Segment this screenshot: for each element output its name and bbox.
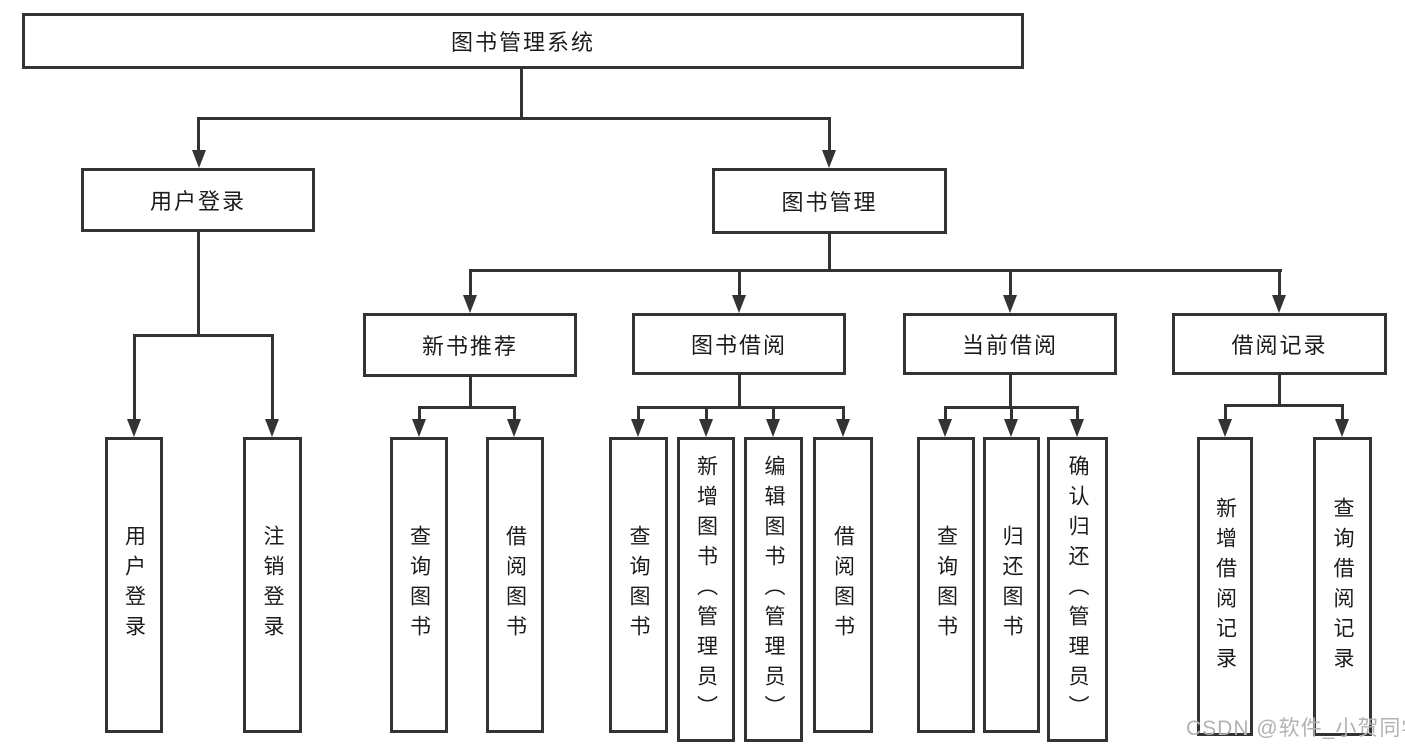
connector-line (944, 406, 947, 421)
node-leaf-user-login: 用户登录 (105, 437, 163, 733)
node-leaf-borrow-books-recommend: 借阅图书 (486, 437, 544, 733)
node-leaf-add-borrow-record: 新增借阅记录 (1197, 437, 1253, 736)
node-leaf-return-books-label: 归还图书 (1000, 525, 1023, 645)
connector-arrow-down (938, 419, 952, 437)
connector-line (520, 67, 523, 119)
connector-line (842, 406, 845, 421)
node-current-borrow: 当前借阅 (903, 313, 1117, 375)
node-leaf-borrow-books-borrow-label: 借阅图书 (831, 525, 855, 645)
node-book-management: 图书管理 (712, 168, 947, 234)
connector-line (738, 375, 741, 408)
node-leaf-confirm-return-admin: 确认归还（管理员） (1047, 437, 1108, 742)
connector-line (197, 232, 200, 337)
node-leaf-confirm-return-admin-label: 确认归还（管理员） (1066, 454, 1089, 725)
node-leaf-query-books-current-label: 查询图书 (934, 525, 958, 645)
connector-line (1009, 375, 1012, 408)
connector-line (1278, 375, 1281, 406)
node-book-borrow-label: 图书借阅 (690, 333, 787, 358)
connector-arrow-down (463, 295, 477, 313)
connector-line (271, 334, 274, 420)
connector-arrow-down (192, 150, 206, 168)
connector-arrow-down (766, 419, 780, 437)
node-leaf-logout-login-label: 注销登录 (261, 525, 284, 645)
connector-line (469, 269, 472, 297)
connector-line (705, 406, 708, 421)
node-leaf-query-books-borrow-label: 查询图书 (627, 525, 650, 645)
node-leaf-add-books-admin: 新增图书（管理员） (677, 437, 735, 742)
connector-line (1076, 406, 1079, 421)
connector-line (1278, 269, 1281, 297)
node-leaf-logout-login: 注销登录 (243, 437, 302, 733)
connector-arrow-down (1004, 419, 1018, 437)
connector-arrow-down (1003, 295, 1017, 313)
connector-arrow-down (732, 295, 746, 313)
connector-line (772, 406, 775, 421)
connector-line (637, 406, 844, 409)
node-new-book-recommend-label: 新书推荐 (421, 334, 518, 359)
connector-arrow-down (127, 419, 141, 437)
connector-arrow-down (1272, 295, 1286, 313)
connector-arrow-down (1218, 419, 1232, 437)
connector-line (469, 269, 1282, 272)
node-leaf-query-borrow-record: 查询借阅记录 (1313, 437, 1372, 736)
node-leaf-add-borrow-record-label: 新增借阅记录 (1213, 496, 1237, 677)
node-new-book-recommend: 新书推荐 (363, 313, 577, 377)
connector-line (828, 234, 831, 272)
node-leaf-add-books-admin-label: 新增图书（管理员） (694, 454, 718, 725)
connector-line (1224, 404, 1344, 407)
connector-line (828, 117, 831, 153)
node-leaf-borrow-books-recommend-label: 借阅图书 (503, 525, 527, 645)
connector-line (418, 406, 421, 421)
node-leaf-query-borrow-record-label: 查询借阅记录 (1331, 496, 1354, 677)
connector-line (418, 406, 516, 409)
connector-arrow-down (1070, 419, 1084, 437)
node-book-borrow: 图书借阅 (632, 313, 846, 375)
node-leaf-edit-books-admin: 编辑图书（管理员） (744, 437, 803, 742)
node-leaf-user-login-label: 用户登录 (122, 525, 146, 645)
node-library-system-label: 图书管理系统 (450, 30, 595, 55)
connector-arrow-down (412, 419, 426, 437)
connector-line (1010, 406, 1013, 421)
connector-arrow-down (699, 419, 713, 437)
node-user-login: 用户登录 (81, 168, 315, 232)
connector-line (738, 269, 741, 297)
connector-line (513, 406, 516, 421)
node-user-login-label: 用户登录 (149, 189, 246, 214)
node-leaf-borrow-books-borrow: 借阅图书 (813, 437, 873, 733)
connector-line (197, 117, 200, 153)
connector-arrow-down (631, 419, 645, 437)
connector-arrow-down (265, 419, 279, 437)
connector-line (1009, 269, 1012, 297)
node-leaf-query-books-recommend-label: 查询图书 (407, 525, 431, 645)
connector-line (197, 117, 831, 120)
connector-line (133, 334, 274, 337)
connector-arrow-down (507, 419, 521, 437)
connector-line (1224, 404, 1227, 420)
node-leaf-query-books-recommend: 查询图书 (390, 437, 448, 733)
watermark: CSDN @软件_小贺同学 (1186, 717, 1405, 740)
connector-line (469, 377, 472, 409)
node-leaf-query-books-current: 查询图书 (917, 437, 975, 733)
node-book-management-label: 图书管理 (781, 190, 878, 215)
connector-arrow-down (836, 419, 850, 437)
connector-line (133, 334, 136, 420)
connector-line (1341, 404, 1344, 420)
connector-arrow-down (1335, 419, 1349, 437)
connector-arrow-down (822, 150, 836, 168)
node-current-borrow-label: 当前借阅 (961, 333, 1058, 358)
node-leaf-edit-books-admin-label: 编辑图书（管理员） (762, 454, 785, 725)
connector-line (637, 406, 640, 421)
node-borrow-records-label: 借阅记录 (1231, 333, 1328, 358)
node-borrow-records: 借阅记录 (1172, 313, 1387, 375)
node-library-system: 图书管理系统 (22, 13, 1024, 69)
node-leaf-query-books-borrow: 查询图书 (609, 437, 668, 733)
node-leaf-return-books: 归还图书 (983, 437, 1040, 733)
